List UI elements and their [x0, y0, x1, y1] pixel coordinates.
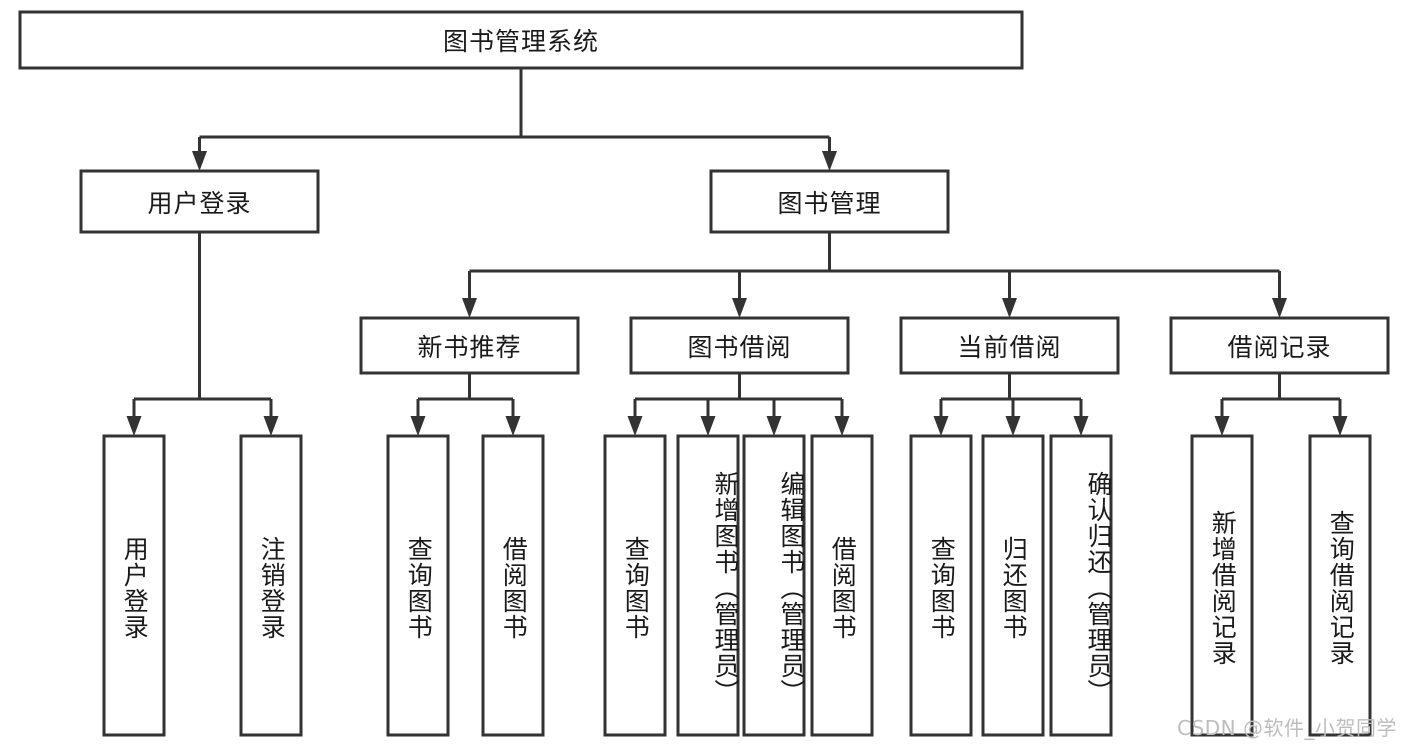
node-box-borrow-record[interactable] [1169, 316, 1390, 375]
arrow-head-icon [505, 416, 521, 436]
node-box-new-book-recommend[interactable] [359, 316, 580, 375]
edges-layer [126, 68, 1348, 436]
arrow-head-icon [1002, 298, 1017, 318]
node-box-leaf-return-book[interactable] [981, 434, 1045, 737]
edge-group-book-borrow [627, 373, 850, 436]
arrow-head-icon [732, 298, 747, 318]
node-box-leaf-user-logout[interactable] [239, 434, 303, 737]
node-box-leaf-confirm-return[interactable] [1049, 434, 1113, 737]
node-box-leaf-query-book-borrow[interactable] [603, 434, 667, 737]
edge-group-root [192, 68, 837, 171]
edge-group-current-borrow [933, 373, 1089, 436]
node-box-leaf-query-book-current[interactable] [909, 434, 973, 737]
nodes-layer [18, 10, 1390, 737]
node-box-leaf-borrow-book-recommend[interactable] [481, 434, 545, 737]
node-box-leaf-add-borrow-record[interactable] [1190, 434, 1254, 737]
edge-group-user-login [126, 232, 279, 436]
node-box-leaf-query-book-recommend[interactable] [386, 434, 450, 737]
node-box-leaf-borrow-book[interactable] [810, 434, 874, 737]
arrow-head-icon [1005, 416, 1021, 436]
arrow-head-icon [1214, 416, 1230, 436]
arrow-head-icon [192, 151, 207, 171]
node-box-leaf-add-book[interactable] [676, 434, 740, 737]
arrow-head-icon [822, 151, 837, 171]
arrow-head-icon [834, 416, 850, 436]
edge-group-borrow-record [1214, 373, 1348, 436]
arrow-head-icon [126, 416, 142, 436]
arrow-head-icon [1073, 416, 1089, 436]
arrow-head-icon [410, 416, 426, 436]
node-box-leaf-user-login[interactable] [102, 434, 166, 737]
arrow-head-icon [700, 416, 716, 436]
node-box-book-manage[interactable] [709, 169, 950, 234]
node-box-current-borrow[interactable] [899, 316, 1120, 375]
node-box-root[interactable] [18, 10, 1024, 70]
edge-group-book-manage [462, 232, 1287, 318]
arrow-head-icon [766, 416, 782, 436]
arrow-head-icon [627, 416, 643, 436]
edge-group-new-book-recommend [410, 373, 521, 436]
node-box-leaf-edit-book[interactable] [742, 434, 806, 737]
node-box-user-login[interactable] [79, 169, 320, 234]
arrow-head-icon [933, 416, 949, 436]
arrow-head-icon [462, 298, 477, 318]
arrow-head-icon [263, 416, 279, 436]
arrow-head-icon [1332, 416, 1348, 436]
arrow-head-icon [1272, 298, 1287, 318]
node-box-leaf-query-borrow-record[interactable] [1308, 434, 1372, 737]
node-box-book-borrow[interactable] [629, 316, 850, 375]
